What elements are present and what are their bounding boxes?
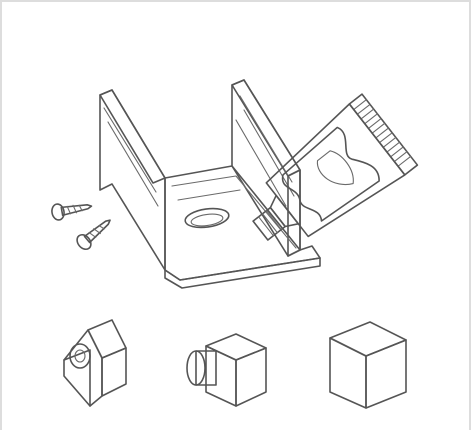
end-cap-icon bbox=[186, 333, 267, 407]
end-cap-icon bbox=[329, 321, 407, 409]
end-cap-icon bbox=[63, 319, 127, 407]
frame-border-left bbox=[0, 0, 2, 430]
frame-border-right bbox=[469, 0, 471, 430]
u-channel-clip-icon bbox=[99, 79, 321, 289]
glue-tube-icon bbox=[252, 93, 419, 241]
frame-border-top bbox=[0, 0, 471, 2]
screw-icon bbox=[51, 203, 111, 251]
